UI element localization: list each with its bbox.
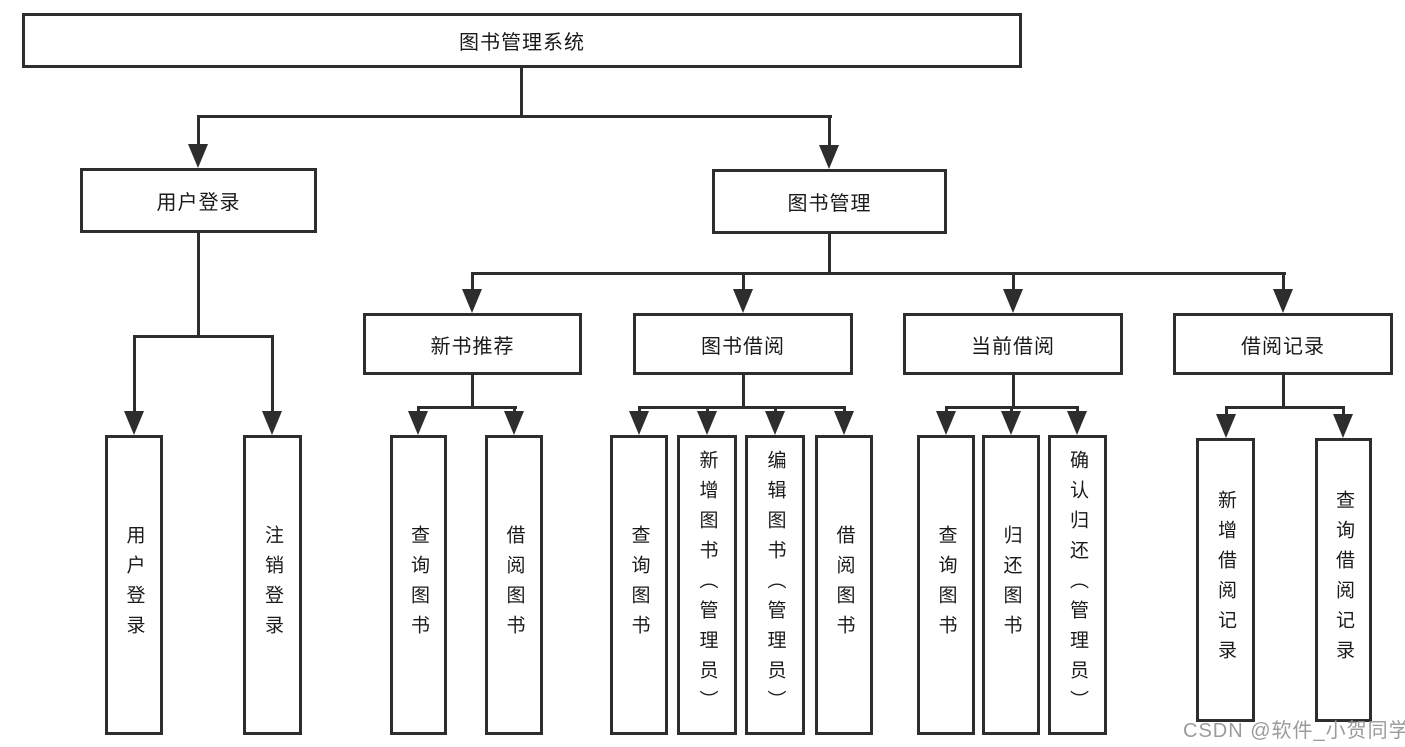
connector-level1-bar — [197, 115, 832, 118]
connector-leaf-line — [1225, 406, 1228, 416]
connector-to-current-borrowing — [1012, 272, 1015, 291]
connector-leaf-line — [1342, 406, 1345, 416]
node-root-label: 图书管理系统 — [459, 32, 585, 54]
node-user-login-label: 用户登录 — [156, 192, 241, 214]
leaf-user-login-label: 用户登录 — [123, 525, 145, 645]
node-current-borrowing: 当前借阅 — [903, 313, 1123, 375]
arrowhead-current-borrowing-icon — [1003, 289, 1023, 313]
arrowhead-book-management-icon — [819, 145, 839, 169]
connector-leaf-line — [513, 406, 516, 414]
connector-book-borrowing-stem — [742, 375, 745, 408]
arrowhead-leaf-icon — [1001, 411, 1021, 435]
leaf-confirm-return-admin-label: 确认归还（管理员） — [1067, 450, 1088, 720]
leaf-query-books-current: 查询图书 — [917, 435, 975, 735]
node-book-borrowing-label: 图书借阅 — [701, 335, 785, 358]
arrowhead-leaf-icon — [765, 411, 785, 435]
leaf-logout: 注销登录 — [243, 435, 302, 735]
leaf-borrow-books-recommend-label: 借阅图书 — [503, 525, 525, 645]
arrowhead-book-borrowing-icon — [733, 289, 753, 313]
arrowhead-borrowing-records-icon — [1273, 289, 1293, 313]
leaf-query-books-recommend: 查询图书 — [390, 435, 447, 735]
leaf-logout-label: 注销登录 — [262, 525, 283, 645]
arrowhead-leaf-icon — [1216, 414, 1236, 438]
node-book-borrowing: 图书借阅 — [633, 313, 853, 375]
leaf-return-books-label: 归还图书 — [1000, 525, 1022, 645]
node-new-book-recommend-label: 新书推荐 — [430, 335, 515, 358]
leaf-query-borrow-record-label: 查询借阅记录 — [1333, 490, 1354, 670]
connector-book-borrowing-bar — [638, 406, 846, 409]
connector-leaf-line — [1076, 406, 1079, 414]
leaf-query-borrow-record: 查询借阅记录 — [1315, 438, 1372, 722]
leaf-edit-books-admin: 编辑图书（管理员） — [745, 435, 805, 735]
connector-leaf-line — [843, 406, 846, 414]
connector-borrowing-records-bar — [1225, 406, 1345, 409]
node-borrowing-records: 借阅记录 — [1173, 313, 1393, 375]
connector-user-login-stem — [197, 233, 200, 337]
arrowhead-leaf-logout-icon — [262, 411, 282, 435]
connector-to-user-login — [197, 115, 200, 147]
connector-to-leaf-logout — [271, 335, 274, 413]
leaf-edit-books-admin-label: 编辑图书（管理员） — [764, 450, 786, 720]
connector-to-book-borrowing — [742, 272, 745, 291]
connector-leaf-line — [638, 406, 641, 414]
connector-leaf-line — [1010, 406, 1013, 414]
connector-root-stem — [520, 68, 523, 117]
node-book-management: 图书管理 — [712, 169, 947, 234]
arrowhead-leaf-icon — [936, 411, 956, 435]
node-borrowing-records-label: 借阅记录 — [1241, 335, 1325, 358]
node-user-login: 用户登录 — [80, 168, 317, 233]
leaf-add-books-admin-label: 新增图书（管理员） — [696, 450, 718, 720]
arrowhead-leaf-icon — [629, 411, 649, 435]
leaf-user-login: 用户登录 — [105, 435, 163, 735]
connector-level3-bar — [471, 272, 1286, 275]
leaf-query-books-current-label: 查询图书 — [935, 525, 957, 645]
connector-leaf-line — [706, 406, 709, 414]
connector-current-borrowing-stem — [1012, 375, 1015, 408]
connector-user-login-bar — [133, 335, 274, 338]
connector-new-book-recommend-bar — [417, 406, 517, 409]
connector-to-borrowing-records — [1282, 272, 1285, 291]
arrowhead-leaf-user-login-icon — [124, 411, 144, 435]
connector-to-new-book-recommend — [471, 272, 474, 291]
leaf-query-books-borrowing-label: 查询图书 — [628, 525, 650, 645]
leaf-add-borrow-record: 新增借阅记录 — [1196, 438, 1255, 722]
leaf-borrow-books-recommend: 借阅图书 — [485, 435, 543, 735]
leaf-borrow-books-borrowing-label: 借阅图书 — [833, 525, 855, 645]
leaf-add-books-admin: 新增图书（管理员） — [677, 435, 737, 735]
connector-leaf-line — [945, 406, 948, 414]
connector-to-book-management — [828, 115, 831, 148]
leaf-return-books: 归还图书 — [982, 435, 1040, 735]
arrowhead-leaf-icon — [697, 411, 717, 435]
arrowhead-leaf-icon — [504, 411, 524, 435]
arrowhead-leaf-icon — [834, 411, 854, 435]
connector-new-book-recommend-stem — [471, 375, 474, 408]
leaf-confirm-return-admin: 确认归还（管理员） — [1048, 435, 1107, 735]
arrowhead-new-book-recommend-icon — [462, 289, 482, 313]
arrowhead-leaf-icon — [408, 411, 428, 435]
leaf-query-books-recommend-label: 查询图书 — [408, 525, 429, 645]
csdn-watermark: CSDN @软件_小贺同学 — [1183, 720, 1405, 742]
node-current-borrowing-label: 当前借阅 — [971, 335, 1055, 358]
arrowhead-user-login-icon — [188, 144, 208, 168]
connector-leaf-line — [774, 406, 777, 414]
node-book-management-label: 图书管理 — [787, 193, 872, 215]
connector-to-leaf-user-login — [133, 335, 136, 413]
node-root: 图书管理系统 — [22, 13, 1022, 68]
arrowhead-leaf-icon — [1067, 411, 1087, 435]
connector-borrowing-records-stem — [1282, 375, 1285, 408]
leaf-borrow-books-borrowing: 借阅图书 — [815, 435, 873, 735]
node-new-book-recommend: 新书推荐 — [363, 313, 582, 375]
connector-book-management-stem — [828, 234, 831, 274]
leaf-add-borrow-record-label: 新增借阅记录 — [1215, 490, 1236, 670]
arrowhead-leaf-icon — [1333, 414, 1353, 438]
leaf-query-books-borrowing: 查询图书 — [610, 435, 668, 735]
connector-leaf-line — [417, 406, 420, 414]
